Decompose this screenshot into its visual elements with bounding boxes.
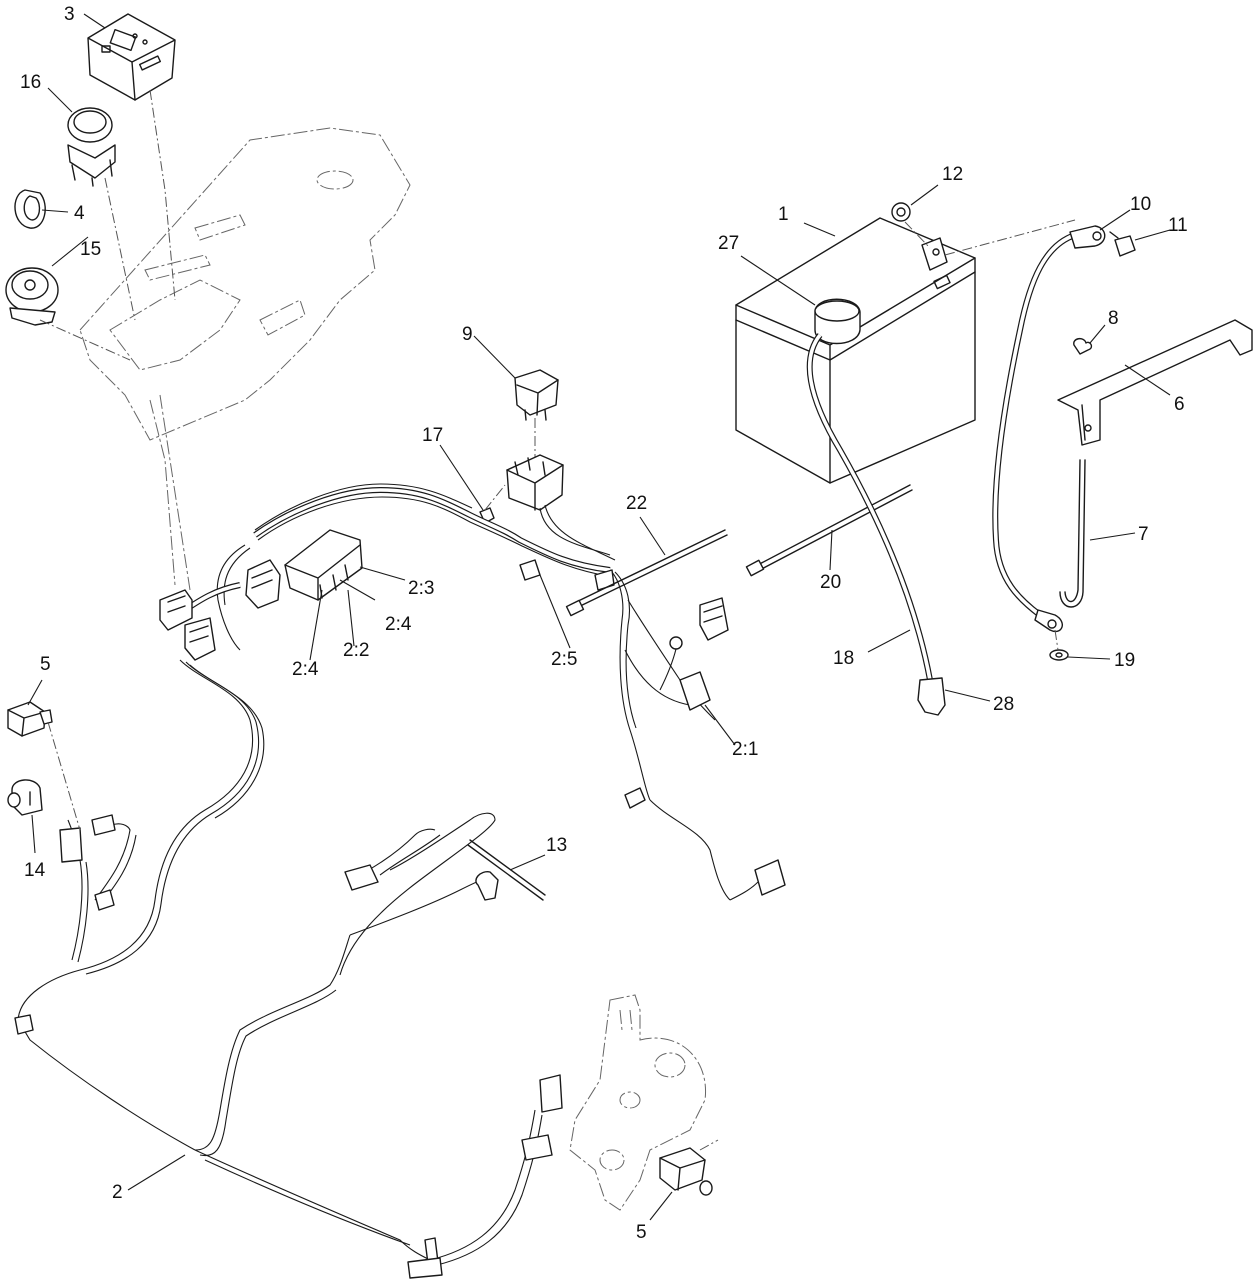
- callout-2-3: 2:3: [408, 578, 434, 599]
- interlock-switch: [7, 779, 43, 816]
- callout-2-4-right: 2:4: [385, 614, 412, 635]
- callout-17: 17: [422, 425, 443, 446]
- callout-11: 11: [1168, 215, 1188, 236]
- harness-connectors-right: [519, 559, 786, 901]
- callout-6: 6: [1174, 394, 1185, 415]
- callout-13: 13: [546, 835, 567, 856]
- ignition-switch: [5, 267, 131, 361]
- callout-3: 3: [64, 4, 75, 25]
- wire-harness-upper: [183, 483, 716, 801]
- callout-2-5: 2:5: [551, 649, 577, 670]
- callout-7: 7: [1138, 524, 1149, 545]
- battery: [735, 217, 976, 484]
- control-panel-phantom: [79, 127, 411, 591]
- callout-9: 9: [462, 324, 473, 345]
- callout-8: 8: [1108, 308, 1119, 329]
- hold-down-rod: [1059, 459, 1086, 608]
- callout-20: 20: [820, 572, 841, 593]
- callout-16: 16: [20, 72, 41, 93]
- brake-switch: [659, 1139, 719, 1196]
- callout-22: 22: [626, 493, 647, 514]
- hardware: [891, 202, 1136, 661]
- negative-cable: [944, 219, 1106, 633]
- callout-5-upper: 5: [40, 654, 51, 675]
- callout-2: 2: [112, 1182, 123, 1203]
- grommet: [14, 189, 46, 229]
- display-module: [87, 13, 176, 301]
- callout-labels: 1 2 2:1 2:2 2:3 2:4 2:4 2:5 3 4 5 5 6 7 …: [20, 4, 1188, 1243]
- relay-socket: [506, 454, 616, 561]
- knob-switch: [67, 107, 136, 321]
- hold-down-bracket: [1057, 319, 1253, 446]
- callout-5-lower: 5: [636, 1222, 647, 1243]
- fuse-block: [159, 529, 363, 661]
- leader-lines: [27, 13, 1171, 1221]
- positive-cable: [806, 333, 946, 716]
- callout-2-1: 2:1: [732, 739, 758, 760]
- terminal-cover: [814, 298, 861, 345]
- callout-28: 28: [993, 694, 1014, 715]
- callout-12: 12: [942, 164, 963, 185]
- callout-10: 10: [1130, 194, 1151, 215]
- callout-2-4-left: 2:4: [292, 659, 319, 680]
- callout-14: 14: [24, 860, 46, 881]
- callout-1: 1: [778, 204, 789, 225]
- callout-19: 19: [1114, 650, 1135, 671]
- relay: [514, 369, 559, 460]
- cable-ties: [467, 484, 913, 901]
- wire-harness-lower: [14, 659, 563, 1279]
- pedal-assembly-phantom: [569, 994, 707, 1211]
- callout-18: 18: [833, 648, 854, 669]
- callout-27: 27: [718, 233, 739, 254]
- screw: [479, 484, 506, 524]
- callout-4: 4: [74, 203, 85, 224]
- callout-2-2: 2:2: [343, 640, 369, 661]
- callout-15: 15: [80, 239, 101, 260]
